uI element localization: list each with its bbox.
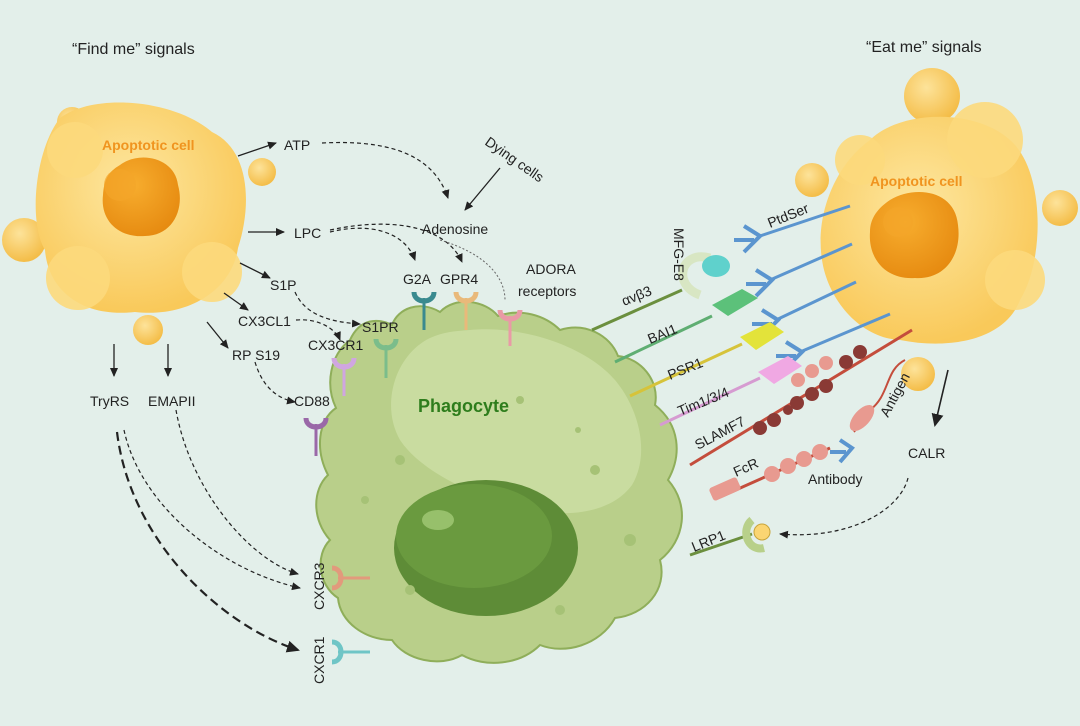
emapii-label: EMAPII <box>148 393 195 409</box>
bai1-label: BAI1 <box>645 320 679 346</box>
arrow-cell-to-calr <box>931 369 949 427</box>
cd88-label: CD88 <box>294 393 330 409</box>
receptor-avb3 <box>591 252 712 332</box>
receptor-psr1 <box>629 322 784 398</box>
tryrs-label: TryRS <box>90 393 129 409</box>
dashed-atp-to-adenosine <box>321 141 450 199</box>
receptor-slamf7 <box>689 328 913 467</box>
s1p-label: S1P <box>270 277 296 293</box>
dashed-lpc-to-g2a <box>329 227 417 261</box>
fcr-label: FcR <box>731 455 761 480</box>
dashed-emapii-to-cxcr3 <box>175 409 299 576</box>
adenosine-label: Adenosine <box>422 221 488 237</box>
receptor-lrp1 <box>689 516 771 557</box>
dashed-s1p-to-s1pr <box>294 291 361 328</box>
receptor-g2a <box>411 291 437 330</box>
receptor-tim <box>659 356 802 427</box>
apoptotic-cell-left <box>2 102 276 345</box>
cx3cl1-label: CX3CL1 <box>238 313 291 329</box>
arrow-cell-to-atp <box>237 141 277 157</box>
cxcr1-label: CXCR1 <box>311 636 327 684</box>
dashed-rps19-to-cd88 <box>254 361 296 405</box>
dashed-tryrs-to-cxcr3 <box>123 429 301 591</box>
lpc-label: LPC <box>294 225 321 241</box>
antigen-icon <box>849 359 906 433</box>
arrow-cell-to-rps19 <box>206 321 229 349</box>
mfge8-bridge <box>702 255 730 277</box>
ptdser-lines <box>759 204 891 354</box>
receptor-fcr <box>709 444 831 501</box>
lrp1-label: LRP1 <box>689 527 728 555</box>
apoptotic-cell-left-label: Apoptotic cell <box>102 137 195 153</box>
receptor-adora <box>497 309 523 346</box>
phagocyte-cell <box>315 300 683 664</box>
find-me-header: “Find me” signals <box>72 41 195 58</box>
antibody-icon <box>830 438 855 464</box>
adora-label-line2: receptors <box>518 283 576 299</box>
calr-label: CALR <box>908 445 945 461</box>
dotted-adenosine-to-adora <box>439 239 506 301</box>
dashed-tryrs-to-cxcr1 <box>115 431 300 653</box>
receptor-cxcr1 <box>331 639 370 665</box>
cxcr3-label: CXCR3 <box>311 562 327 610</box>
receptor-cd88 <box>303 417 329 456</box>
receptor-s1pr <box>373 338 399 378</box>
antibody-label: Antibody <box>808 471 862 487</box>
dashed-lpc-to-gpr4 <box>329 223 463 263</box>
mfge8-label: MFG-E8 <box>671 228 687 281</box>
arrow-cell-to-s1p <box>239 262 271 279</box>
atp-label: ATP <box>284 137 310 153</box>
apoptotic-cell-right-label: Apoptotic cell <box>870 173 963 189</box>
arrow-dying-cells-to-adenosine <box>464 167 501 211</box>
s1pr-label: S1PR <box>362 319 399 335</box>
dashed-calr-to-lrp1 <box>779 477 909 539</box>
dashed-cx3cl1-to-cx3cr1 <box>295 319 341 341</box>
receptor-gpr4 <box>453 291 479 330</box>
receptor-cxcr3 <box>331 565 370 591</box>
psr1-label: PSR1 <box>665 354 705 383</box>
receptor-cx3cr1 <box>331 357 357 396</box>
tim-label: Tim1/3/4 <box>675 384 731 419</box>
gpr4-label: GPR4 <box>440 271 478 287</box>
phagocyte-label: Phagocyte <box>418 396 509 416</box>
cx3cr1-label: CX3CR1 <box>308 337 363 353</box>
apoptotic-cell-right <box>795 68 1078 391</box>
slamf7-light-beads <box>791 356 833 387</box>
receptor-bai1 <box>614 289 758 364</box>
arrow-cell-to-cx3cl1 <box>223 292 249 311</box>
eat-me-header: “Eat me” signals <box>866 39 982 56</box>
g2a-label: G2A <box>403 271 432 287</box>
adora-label-line1: ADORA <box>526 261 576 277</box>
rps19-label: RP S19 <box>232 347 280 363</box>
